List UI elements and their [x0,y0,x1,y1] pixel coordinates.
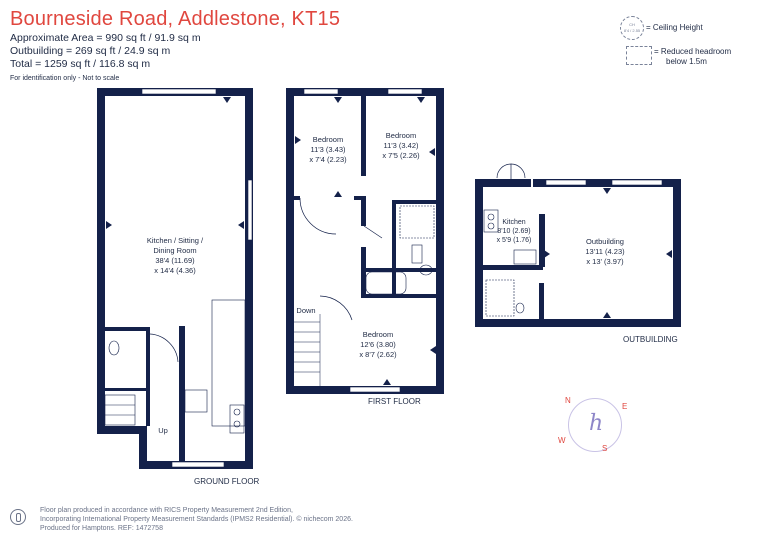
svg-text:Bedroom: Bedroom [313,135,343,144]
svg-text:x 8'7 (2.62): x 8'7 (2.62) [359,350,397,359]
compass-east: E [622,402,628,411]
legend-ceiling-height: = Ceiling Height [646,23,703,32]
svg-text:Kitchen: Kitchen [502,219,525,226]
svg-text:Dining Room: Dining Room [153,246,196,255]
room-labels: Kitchen / Sitting / Dining Room 38'4 (11… [147,131,625,435]
walls [97,88,681,469]
fixtures [104,205,537,434]
info-icon [10,509,26,525]
disclaimer: For identification only - Not to scale [10,75,120,82]
svg-text:x 14'4 (4.36): x 14'4 (4.36) [154,266,196,275]
svg-text:11'3 (3.43): 11'3 (3.43) [310,145,346,154]
footer-line-3: Produced for Hamptons. REF: 1472758 [40,525,163,532]
svg-text:Down: Down [296,306,315,315]
svg-text:Bedroom: Bedroom [386,131,416,140]
svg-text:x 5'9 (1.76): x 5'9 (1.76) [497,237,532,244]
svg-text:8'10 (2.69): 8'10 (2.69) [497,228,530,235]
outbuilding-label: OUTBUILDING [623,335,678,344]
windows [141,88,663,468]
legend-reduced-headroom: = Reduced headroom [654,47,732,56]
footer-line-1: Floor plan produced in accordance with R… [40,507,293,514]
svg-text:13'11 (4.23): 13'11 (4.23) [585,247,625,256]
svg-text:x 7'5 (2.26): x 7'5 (2.26) [382,151,420,160]
logo-icon: h [589,411,604,436]
compass-south: S [602,444,608,453]
compass-west: W [558,436,566,445]
reduced-headroom-symbol [626,46,652,65]
compass: h [568,398,622,452]
dimension-markers [106,97,672,385]
outbuilding-area: Outbuilding = 269 sq ft / 24.9 sq m [10,45,171,57]
svg-text:x 13' (3.97): x 13' (3.97) [586,257,624,266]
staircases [105,314,321,416]
approx-area: Approximate Area = 990 sq ft / 91.9 sq m [10,32,201,44]
doors [149,163,526,363]
total-area: Total = 1259 sq ft / 116.8 sq m [10,58,151,70]
page-title: Bourneside Road, Addlestone, KT15 [10,8,341,30]
first-floor-label: FIRST FLOOR [368,397,421,406]
svg-text:38'4 (11.69): 38'4 (11.69) [155,256,195,265]
svg-text:x 7'4 (2.23): x 7'4 (2.23) [309,155,347,164]
compass-north: N [565,396,571,405]
svg-text:Kitchen / Sitting /: Kitchen / Sitting / [147,236,204,245]
svg-text:12'6 (3.80): 12'6 (3.80) [360,340,396,349]
svg-text:Up: Up [158,426,168,435]
svg-text:Outbuilding: Outbuilding [586,237,624,246]
legend-reduced-headroom-2: below 1.5m [666,57,707,66]
ceiling-height-symbol: CH 8'4 / 2.55 [620,16,644,40]
svg-text:Bedroom: Bedroom [363,330,393,339]
ground-floor-label: GROUND FLOOR [194,477,260,486]
footer-line-2: Incorporating International Property Mea… [40,516,353,523]
svg-text:11'3 (3.42): 11'3 (3.42) [383,141,419,150]
